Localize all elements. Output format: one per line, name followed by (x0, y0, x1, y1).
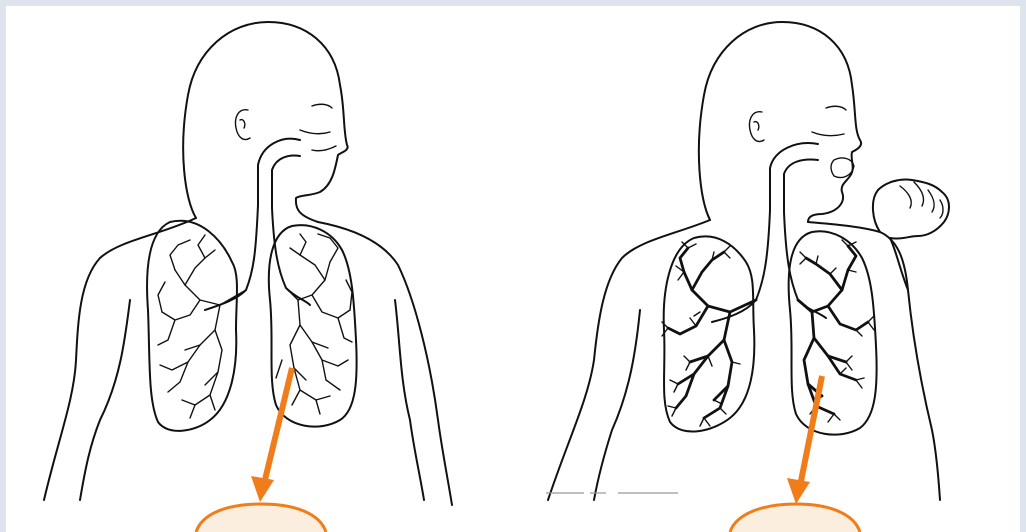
left-lung-left (147, 221, 237, 431)
left-ear (236, 110, 251, 140)
right-shoulder-left (548, 220, 710, 500)
right-fist (873, 179, 949, 238)
left-figure (44, 22, 452, 505)
right-raised-arm (808, 222, 940, 500)
left-mouth (312, 146, 336, 151)
left-arrow-head (251, 476, 274, 502)
right-inner-arm (594, 310, 640, 500)
right-arrow-head (787, 478, 810, 504)
right-forearm (890, 238, 908, 290)
left-trachea (205, 139, 310, 310)
right-eye (826, 106, 846, 110)
left-callout-bubble (196, 504, 326, 532)
right-bronchi-left-spines (662, 242, 740, 426)
left-arrow-shaft (264, 368, 292, 484)
right-bronchi-left (668, 248, 756, 418)
right-callout-bubble (730, 504, 860, 532)
left-inner-arm (80, 300, 130, 500)
left-eye (312, 104, 332, 108)
left-lung-right (269, 225, 357, 426)
right-ear (750, 112, 765, 142)
lungs-comparison-diagram (6, 6, 1020, 532)
left-arrow (251, 368, 292, 502)
right-figure (548, 22, 949, 500)
diagram-frame (6, 6, 1020, 532)
right-body-outline (699, 22, 861, 222)
right-nose-line (812, 132, 844, 136)
left-nose-line (300, 130, 330, 134)
